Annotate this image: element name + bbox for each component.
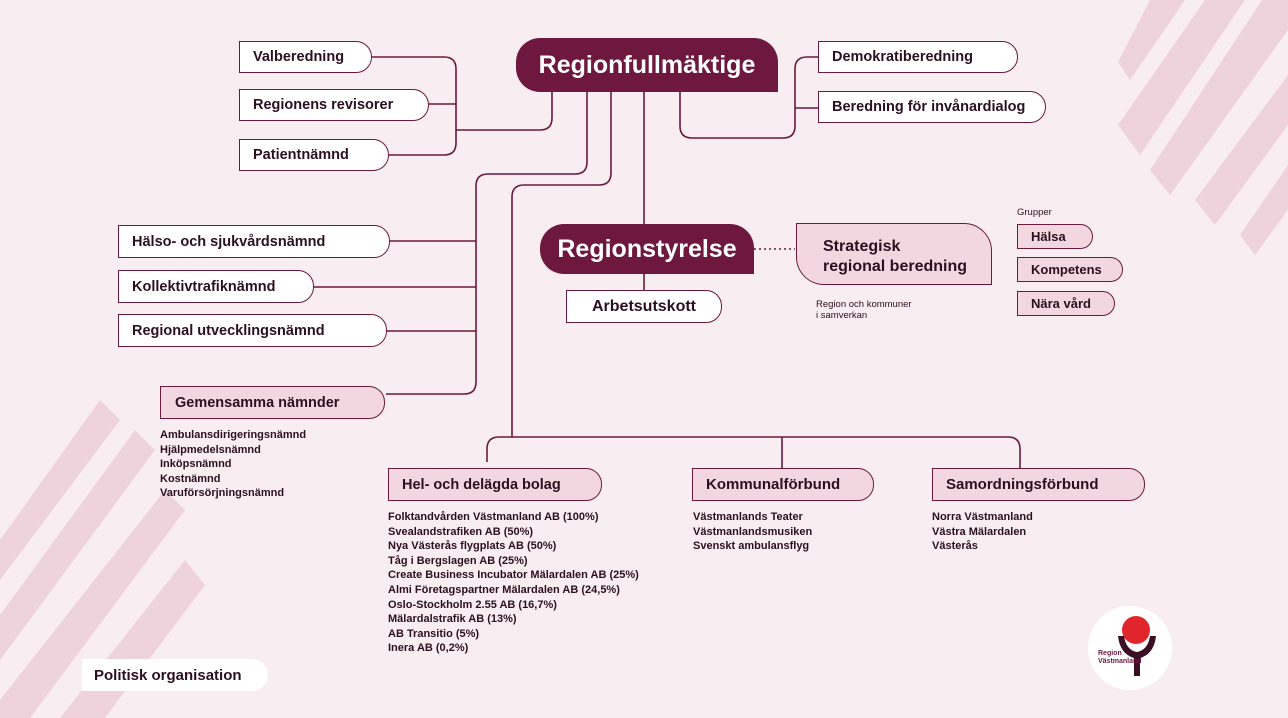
regional-utvecklingsnamnd-box: Regional utvecklingsnämnd — [118, 314, 387, 347]
region-vastmanland-logo: Region Västmanland — [1088, 606, 1172, 690]
grupper-label: Grupper — [1017, 207, 1052, 218]
list-item: Nya Västerås flygplats AB (50%) — [388, 540, 557, 553]
caption-line: i samverkan — [816, 310, 868, 321]
samordningsforbund-list: Norra Västmanland Västra Mälardalen Väst… — [932, 510, 1033, 554]
grupp-nara-vard-box: Nära vård — [1017, 291, 1115, 316]
regionfullmaktige-box: Regionfullmäktige — [516, 38, 778, 92]
grupp-kompetens-box: Kompetens — [1017, 257, 1123, 282]
list-item: Oslo-Stockholm 2.55 AB (16,7%) — [388, 598, 557, 611]
list-item: Almi Företagspartner Mälardalen AB (24,5… — [388, 583, 620, 596]
list-item: Ambulansdirigeringsnämnd — [160, 429, 307, 441]
list-item: Norra Västmanland — [932, 511, 1033, 523]
demokratiberedning-box: Demokratiberedning — [818, 41, 1018, 73]
kommunalforbund-box: Kommunalförbund — [692, 468, 874, 501]
list-item: Svealandstrafiken AB (50%) — [388, 525, 534, 538]
kommunalforbund-list: Västmanlands Teater Västmanlandsmusiken … — [693, 510, 812, 554]
beredning-invanardialog-box: Beredning för invånardialog — [818, 91, 1046, 123]
list-item: Hjälpmedelsnämnd — [160, 443, 261, 456]
list-item: Mälardalstrafik AB (13%) — [388, 613, 517, 626]
list-item: Create Business Incubator Mälardalen AB … — [388, 569, 639, 582]
strategisk-regional-beredning-box: Strategisk regional beredning — [796, 223, 992, 285]
list-item: Svenskt ambulansflyg — [693, 540, 810, 553]
logo-line2: Västmanland — [1098, 658, 1142, 665]
gemensamma-namnder-box: Gemensamma nämnder — [160, 386, 385, 419]
bolag-list: Folktandvården Västmanland AB (100%) Sve… — [388, 510, 639, 656]
list-item: Västmanlands Teater — [693, 511, 803, 523]
halso-sjukvardsnamnd-box: Hälso- och sjukvårdsnämnd — [118, 225, 390, 258]
list-item: Inköpsnämnd — [160, 458, 232, 471]
list-item: Varuförsörjningsnämnd — [160, 487, 285, 500]
logo-line1: Region — [1098, 650, 1122, 657]
list-item: Kostnämnd — [160, 472, 221, 485]
logo-icon — [1118, 616, 1156, 676]
list-item: Västerås — [932, 540, 978, 553]
strategisk-line2: regional beredning — [823, 258, 968, 275]
list-item: AB Transitio (5%) — [388, 627, 480, 640]
list-item: Västra Mälardalen — [932, 525, 1027, 538]
region-kommuner-caption: Region och kommuner i samverkan — [816, 299, 912, 321]
list-item: Inera AB (0,2%) — [388, 642, 469, 655]
list-item: Västmanlandsmusiken — [693, 525, 813, 538]
strategisk-line1: Strategisk — [823, 238, 901, 255]
grupp-halsa-box: Hälsa — [1017, 224, 1093, 249]
footer-label: Politisk organisation — [82, 659, 268, 691]
kollektivtrafiknamnd-box: Kollektivtrafiknämnd — [118, 270, 314, 303]
list-item: Folktandvården Västmanland AB (100%) — [388, 511, 599, 523]
bolag-box: Hel- och delägda bolag — [388, 468, 602, 501]
arbetsutskott-box: Arbetsutskott — [566, 290, 722, 323]
regionstyrelse-box: Regionstyrelse — [540, 224, 754, 274]
patientnamnd-box: Patientnämnd — [239, 139, 389, 171]
gemensamma-namnder-list: Ambulansdirigeringsnämnd Hjälpmedelsnämn… — [160, 428, 306, 501]
caption-line: Region och kommuner — [816, 299, 912, 310]
list-item: Tåg i Bergslagen AB (25%) — [388, 554, 528, 567]
samordningsforbund-box: Samordningsförbund — [932, 468, 1145, 501]
valberedning-box: Valberedning — [239, 41, 372, 73]
regionens-revisorer-box: Regionens revisorer — [239, 89, 429, 121]
